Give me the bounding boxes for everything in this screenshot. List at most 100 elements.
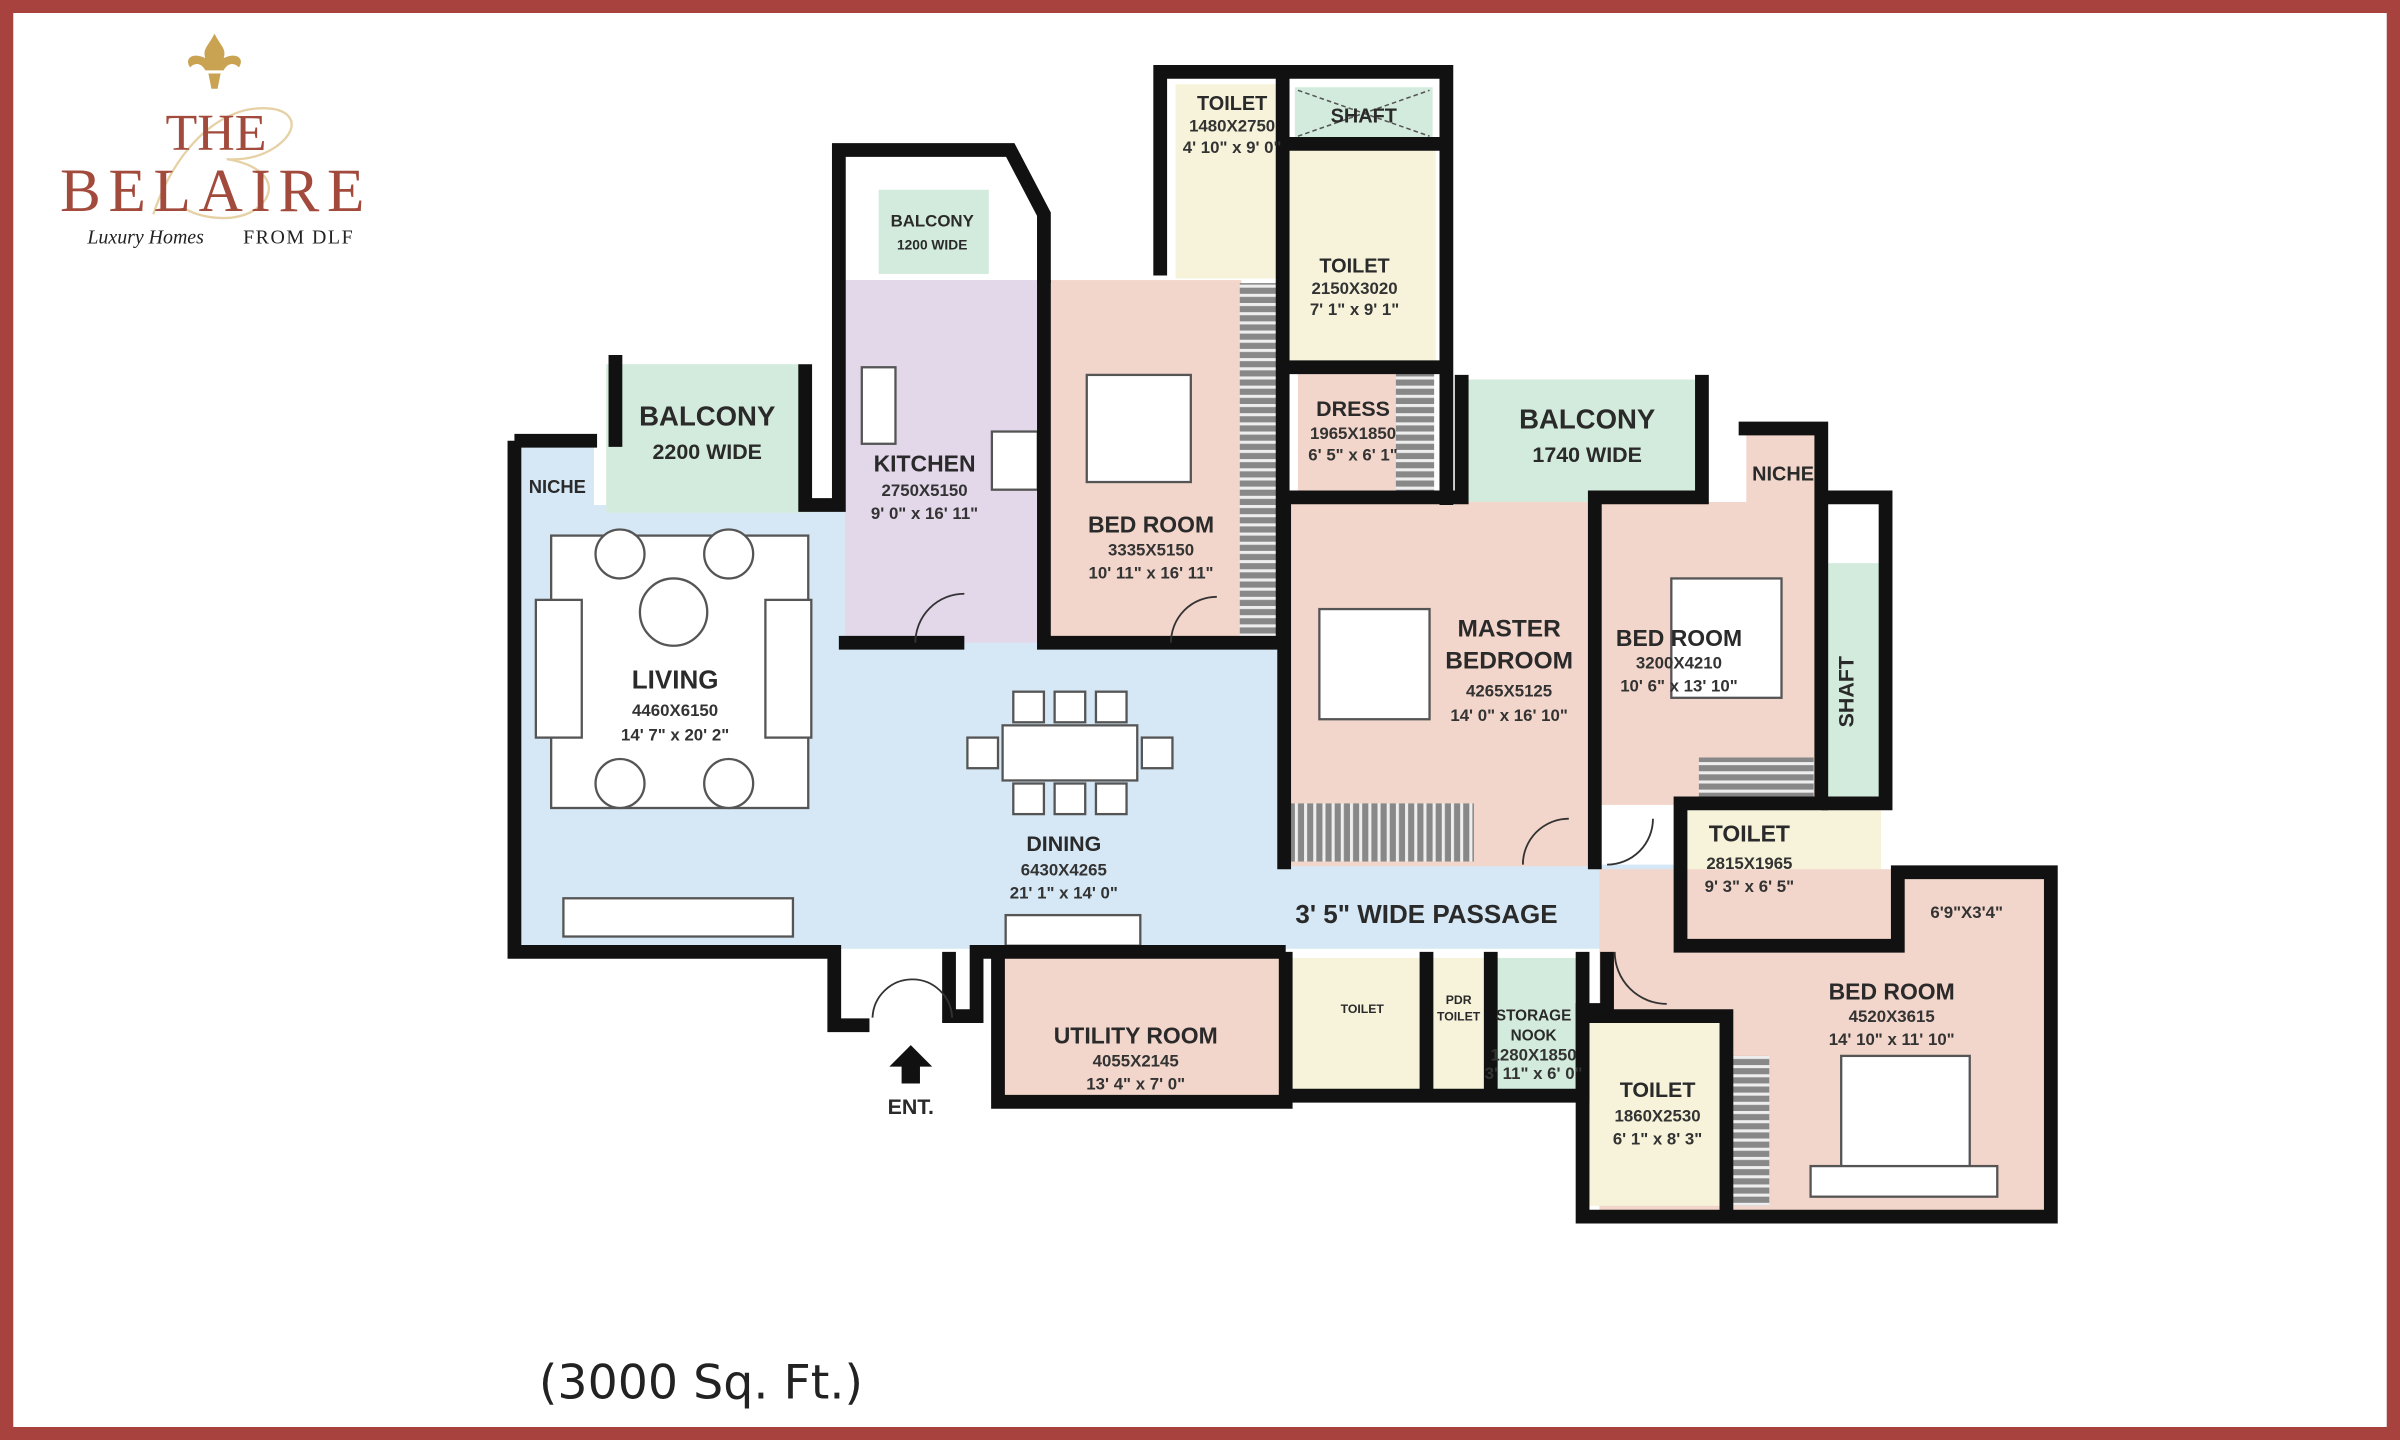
toilet2-label: TOILET	[1319, 255, 1389, 277]
pdr-toilet-label-1: PDR	[1446, 993, 1472, 1007]
living-label: LIVING	[632, 665, 719, 695]
armchair	[703, 528, 755, 580]
bedroom3-door[interactable]	[1607, 818, 1654, 866]
area-label: (3000 Sq. Ft.)	[539, 1356, 863, 1411]
servant-toilet-area	[1288, 957, 1427, 1090]
tv-unit	[1809, 1164, 1999, 1198]
utility-area	[998, 951, 1286, 1096]
balcony-left-label: BALCONY	[639, 400, 775, 431]
shaft-top-label: SHAFT	[1331, 105, 1397, 127]
balcony-right-label: BALCONY	[1519, 403, 1655, 434]
toilet4-area	[1588, 1016, 1724, 1206]
bed-bedroom4	[1840, 1054, 1971, 1177]
brand-logo: THE BELAIRE Luxury Homes FROM DLF	[60, 33, 372, 248]
master-ft: 14' 0" x 16' 10"	[1450, 706, 1568, 725]
balcony-left-area	[606, 364, 812, 513]
toilet1-ft: 4' 10" x 9' 0"	[1183, 138, 1282, 157]
kitchen-ft: 9' 0" x 16' 11"	[871, 504, 978, 523]
armchair	[703, 757, 755, 810]
bedroom1-door[interactable]	[1170, 595, 1217, 643]
bedroom4-label: BED ROOM	[1829, 978, 1955, 1004]
storage-label-2: NOOK	[1511, 1028, 1557, 1045]
utility-ft: 13' 4" x 7' 0"	[1086, 1075, 1185, 1094]
bedroom3-ft: 10' 6" x 13' 10"	[1620, 677, 1738, 696]
niche-left-area	[520, 440, 595, 510]
sideboard	[1004, 913, 1142, 947]
armchair	[594, 757, 646, 810]
toilet3-mm: 2815X1965	[1706, 854, 1792, 873]
passage-label: 3' 5" WIDE PASSAGE	[1295, 899, 1557, 929]
dress-label: DRESS	[1316, 397, 1390, 421]
utility-mm: 4055X2145	[1093, 1052, 1179, 1071]
niche-right-area	[1746, 434, 1817, 505]
bedroom4-door[interactable]	[1613, 951, 1667, 1005]
wardrobe-bedroom1	[1239, 283, 1282, 640]
logo-tagline: FROM DLF	[243, 226, 354, 248]
logo-belaire: BELAIRE	[60, 157, 372, 225]
kitchen-balcony-label: BALCONY	[891, 211, 974, 230]
dress-mm: 1965X1850	[1310, 424, 1396, 443]
sofa-left	[534, 598, 583, 739]
toilet1-area	[1175, 84, 1283, 279]
toilet2-area	[1285, 148, 1436, 366]
shaft-cross-icon	[1297, 89, 1430, 137]
master-mm: 4265X5125	[1466, 681, 1552, 700]
pdr-toilet-area	[1426, 957, 1491, 1090]
dress-ft: 6' 5" x 6' 1"	[1308, 446, 1397, 465]
toilet3-ft: 9' 3" x 6' 5"	[1705, 877, 1794, 896]
armchair	[594, 528, 646, 580]
sink	[860, 366, 897, 445]
doors	[871, 592, 1667, 1018]
storage-label-1: STORAGE	[1496, 1008, 1571, 1025]
niche-left-label: NICHE	[529, 476, 586, 497]
pdr-toilet-label-2: TOILET	[1437, 1010, 1481, 1024]
bedroom1-label: BED ROOM	[1088, 512, 1214, 538]
bedroom4-extra: 6'9"X3'4"	[1930, 903, 2003, 922]
console	[562, 897, 795, 938]
bedroom1-mm: 3335X5150	[1108, 540, 1194, 559]
dining-chairs	[966, 690, 1174, 816]
wardrobe-bedroom4	[1726, 1055, 1770, 1206]
storage-mm: 1280X1850	[1491, 1045, 1577, 1064]
sofa-right	[764, 598, 813, 739]
toilet4-ft: 6' 1" x 8' 3"	[1613, 1130, 1702, 1149]
toilet2-mm: 2150X3020	[1312, 279, 1398, 298]
kitchen-balcony-size: 1200 WIDE	[897, 237, 967, 252]
bed-bedroom3	[1670, 577, 1783, 699]
coffee-table	[638, 577, 709, 647]
servant-toilet-label: TOILET	[1341, 1002, 1385, 1016]
entrance-arrow-icon	[889, 1045, 933, 1084]
wardrobes	[1239, 283, 1814, 1206]
logo-the: THE	[165, 105, 266, 162]
bedroom4-ft: 14' 10" x 11' 10"	[1829, 1030, 1955, 1049]
kitchen-balcony-area	[878, 189, 989, 274]
dining-mm: 6430X4265	[1021, 860, 1107, 879]
balcony-right-size: 1740 WIDE	[1532, 443, 1641, 467]
shaft-right-label: SHAFT	[1834, 656, 1858, 727]
toilet1-label: TOILET	[1197, 93, 1267, 115]
dining-ft: 21' 1" x 14' 0"	[1010, 883, 1118, 902]
toilet2-ft: 7' 1" x 9' 1"	[1310, 300, 1399, 319]
living-mm: 4460X6150	[632, 701, 718, 720]
master-door[interactable]	[1521, 817, 1569, 865]
bed-master	[1318, 607, 1431, 721]
living-ft: 14' 7" x 20' 2"	[621, 726, 729, 745]
logo-monogram-flourish	[152, 107, 293, 220]
kitchen-door[interactable]	[914, 592, 965, 643]
hob	[990, 430, 1039, 491]
master-label-1: MASTER	[1457, 616, 1561, 643]
balcony-left-size: 2200 WIDE	[653, 440, 762, 464]
balcony-right-area	[1455, 379, 1701, 502]
wardrobe-bedroom3	[1698, 757, 1814, 801]
bedroom3-mm: 3200X4210	[1636, 654, 1722, 673]
bedroom1-ft: 10' 11" x 16' 11"	[1089, 563, 1214, 582]
storage-ft: 3' 11" x 6' 0"	[1485, 1064, 1583, 1083]
toilet4-mm: 1860X2530	[1615, 1107, 1701, 1126]
kitchen-label: KITCHEN	[874, 450, 976, 476]
bedroom4-mm: 4520X3615	[1849, 1007, 1935, 1026]
dining-label: DINING	[1026, 832, 1101, 856]
entrance-door[interactable]	[871, 978, 954, 1018]
wardrobe-master	[1290, 803, 1474, 862]
